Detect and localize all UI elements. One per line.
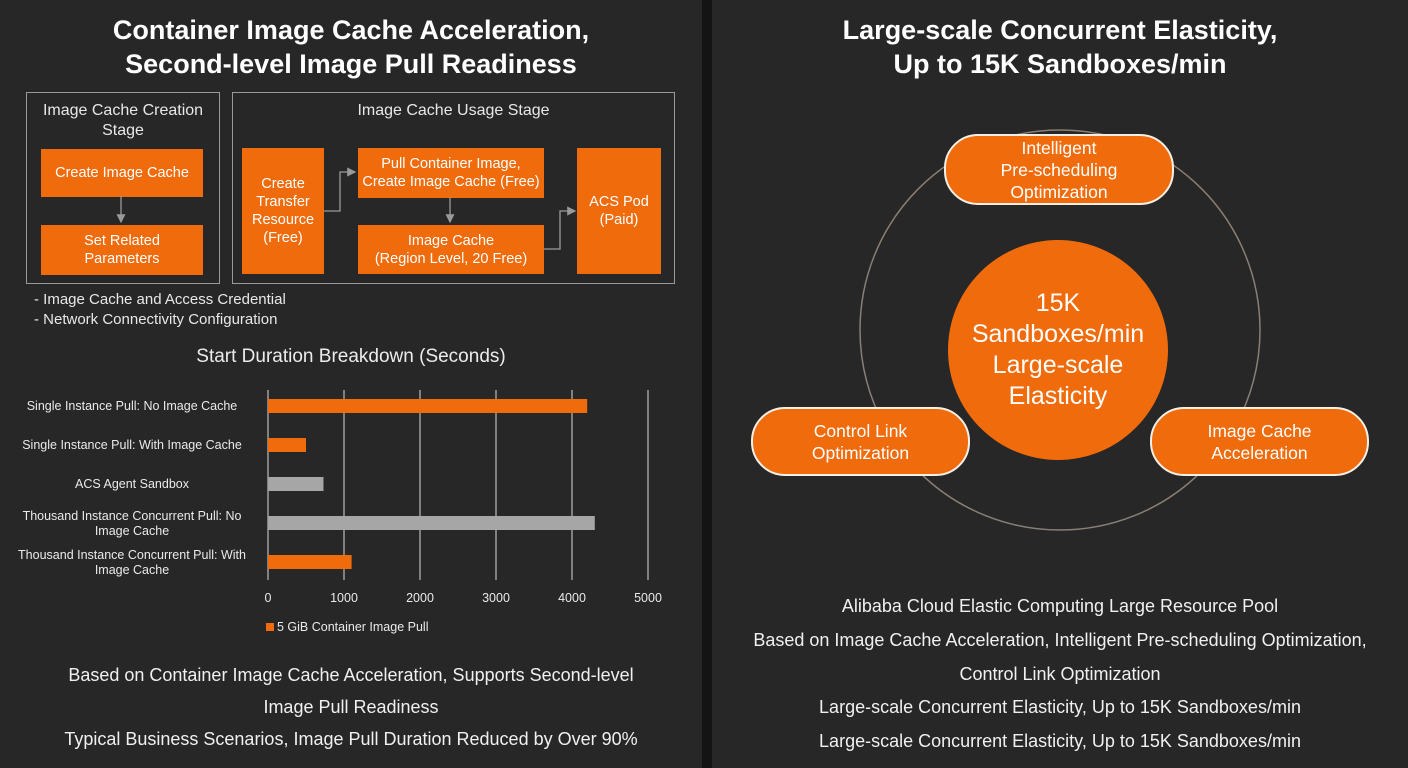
set-parameters-step: Set Related Parameters bbox=[41, 225, 203, 275]
x-tick-label: 0 bbox=[264, 591, 272, 605]
center-elasticity-circle: 15K Sandboxes/min Large-scale Elasticity bbox=[948, 240, 1168, 460]
creation-stage-title: Image Cache Creation Stage bbox=[42, 102, 204, 139]
right-title-line2: Up to 15K Sandboxes/min bbox=[893, 49, 1227, 79]
right-caption: Based on Image Cache Acceleration, Intel… bbox=[753, 630, 1367, 650]
left-panel: Container Image Cache Acceleration, Seco… bbox=[0, 0, 702, 768]
usage-stage-box: Image Cache Usage Stage Create Transfer … bbox=[232, 92, 675, 284]
x-tick-label: 1000 bbox=[330, 591, 358, 605]
right-panel: Large-scale Concurrent Elasticity, Up to… bbox=[712, 0, 1408, 768]
category-label: Single Instance Pull: With Image Cache bbox=[22, 438, 242, 452]
bar bbox=[268, 516, 595, 530]
usage-stage-title: Image Cache Usage Stage bbox=[357, 102, 550, 119]
left-caption: Image Pull Readiness bbox=[263, 697, 439, 717]
legend-swatch bbox=[266, 623, 274, 631]
note-network: - Network Connectivity Configuration bbox=[34, 311, 278, 328]
category-label: Thousand Instance Concurrent Pull: No Im… bbox=[22, 509, 242, 538]
right-caption: Control Link Optimization bbox=[959, 664, 1161, 684]
right-caption: Large-scale Concurrent Elasticity, Up to… bbox=[819, 697, 1301, 717]
duration-chart bbox=[267, 390, 649, 580]
bar bbox=[268, 438, 306, 452]
chart-title: Start Duration Breakdown (Seconds) bbox=[196, 346, 506, 367]
x-tick-label: 4000 bbox=[558, 591, 586, 605]
left-caption: Typical Business Scenarios, Image Pull D… bbox=[64, 729, 638, 749]
right-caption: Alibaba Cloud Elastic Computing Large Re… bbox=[841, 596, 1279, 616]
category-label: Thousand Instance Concurrent Pull: With … bbox=[18, 548, 246, 577]
orbit-ring bbox=[859, 129, 1261, 531]
x-tick-label: 2000 bbox=[406, 591, 434, 605]
note-credential: - Image Cache and Access Credential bbox=[34, 291, 286, 308]
left-title-line1: Container Image Cache Acceleration, bbox=[112, 15, 590, 45]
right-title-line1: Large-scale Concurrent Elasticity, bbox=[842, 15, 1278, 45]
category-label: Single Instance Pull: No Image Cache bbox=[26, 399, 238, 413]
x-tick-label: 5000 bbox=[634, 591, 662, 605]
image-cache-region-step: Image Cache (Region Level, 20 Free) bbox=[358, 225, 544, 274]
create-image-cache-step: Create Image Cache bbox=[41, 149, 203, 197]
chart-legend: 5 GiB Container Image Pull bbox=[266, 620, 428, 634]
pill-control-link: Control Link Optimization bbox=[751, 407, 970, 476]
pill-pre-scheduling: Intelligent Pre-scheduling Optimization bbox=[944, 134, 1174, 205]
left-caption: Based on Container Image Cache Accelerat… bbox=[68, 665, 634, 685]
left-title-line2: Second-level Image Pull Readiness bbox=[125, 49, 577, 79]
creation-stage-box: Image Cache Creation Stage Create Image … bbox=[26, 92, 220, 284]
x-tick-label: 3000 bbox=[482, 591, 510, 605]
category-label: ACS Agent Sandbox bbox=[75, 477, 189, 491]
bar bbox=[268, 477, 324, 491]
pull-container-image-step: Pull Container Image, Create Image Cache… bbox=[358, 148, 544, 198]
pill-image-cache: Image Cache Acceleration bbox=[1150, 407, 1369, 476]
legend-label: 5 GiB Container Image Pull bbox=[277, 620, 429, 634]
right-caption: Large-scale Concurrent Elasticity, Up to… bbox=[819, 731, 1301, 751]
acs-pod-step: ACS Pod (Paid) bbox=[577, 148, 661, 274]
bar bbox=[268, 555, 352, 569]
bar bbox=[268, 399, 588, 413]
create-transfer-resource-step: Create Transfer Resource (Free) bbox=[242, 148, 324, 274]
